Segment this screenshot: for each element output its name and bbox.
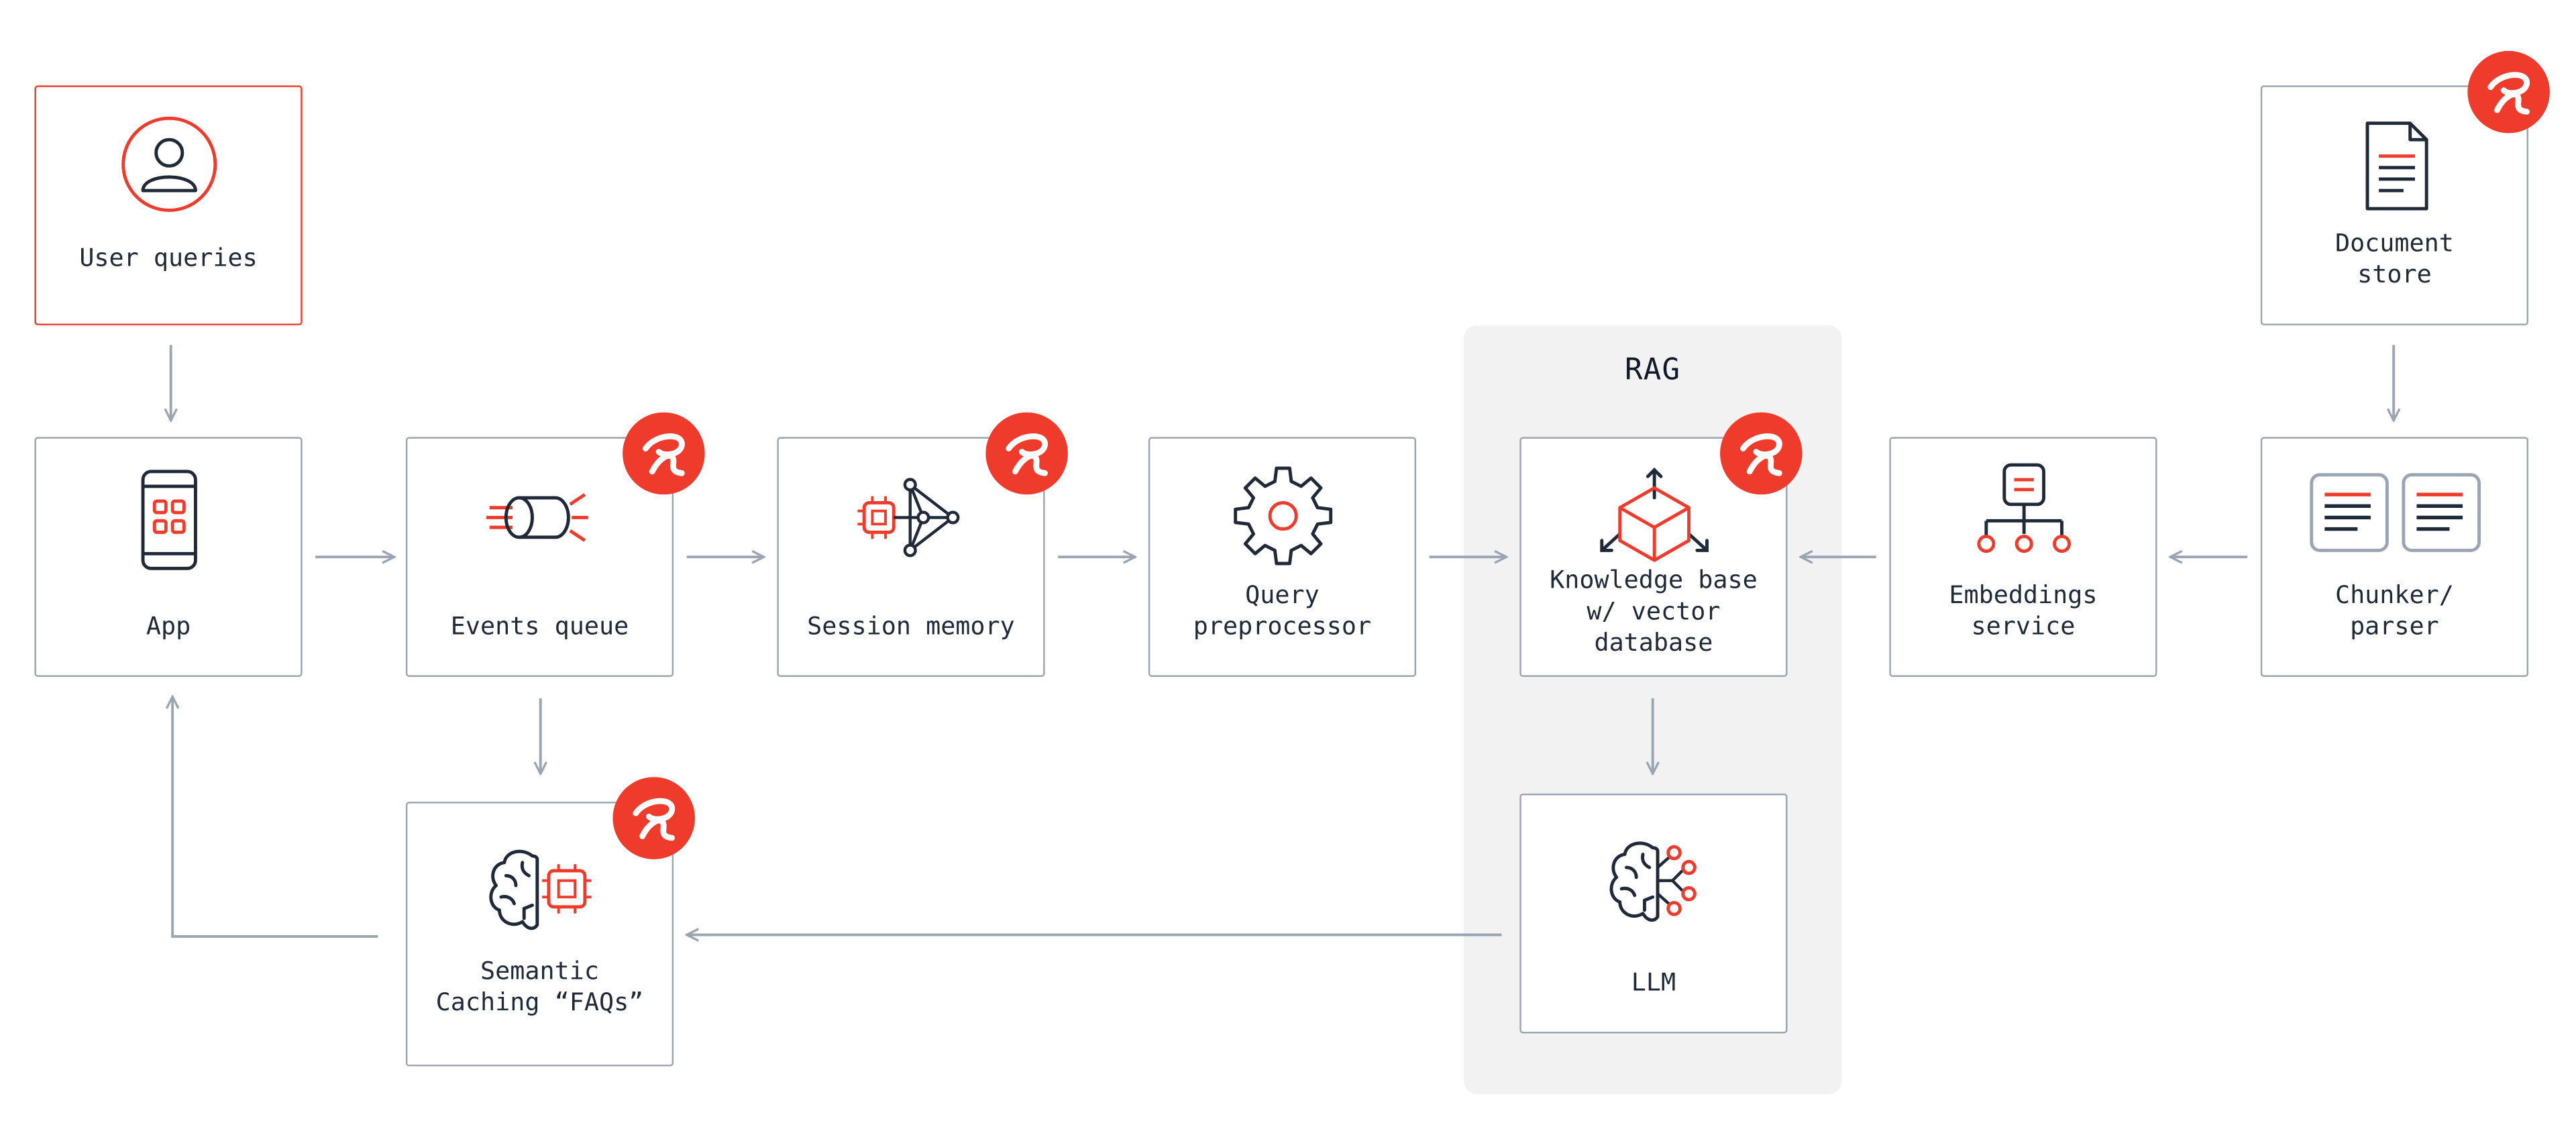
- node-app-label: App: [146, 611, 191, 641]
- node-app[interactable]: App: [34, 437, 303, 677]
- brain-network-icon: [1609, 841, 1696, 922]
- node-document-store-label: Document store: [2334, 228, 2454, 290]
- node-user-queries-label: User queries: [79, 243, 258, 273]
- node-embeddings-service-label: Embeddings service: [1949, 580, 2098, 641]
- node-events-queue-label: Events queue: [450, 611, 629, 641]
- queue-icon: [485, 493, 588, 542]
- node-events-queue[interactable]: Events queue: [405, 437, 674, 677]
- vector-cube-icon: [1599, 467, 1708, 562]
- node-query-preprocessor-label: Query preprocessor: [1193, 580, 1372, 641]
- node-llm-label: LLM: [1631, 967, 1676, 998]
- redis-logo-icon: [2467, 50, 2550, 134]
- hierarchy-icon: [1976, 463, 2070, 553]
- document-icon: [2365, 121, 2428, 211]
- node-chunker-parser[interactable]: Chunker/ parser: [2260, 437, 2529, 677]
- node-knowledge-base[interactable]: Knowledge base w/ vector database: [1519, 437, 1788, 677]
- network-chip-icon: [857, 478, 959, 557]
- text-chunks-icon: [2309, 473, 2480, 552]
- redis-logo-icon: [623, 412, 705, 495]
- user-circle-icon: [121, 116, 217, 212]
- arrow-semantic-caching-to-app: [172, 696, 378, 938]
- node-semantic-caching-label: Semantic Caching “FAQs”: [435, 956, 644, 1017]
- smartphone-icon: [140, 470, 197, 570]
- node-chunker-parser-label: Chunker/ parser: [2334, 580, 2454, 641]
- rag-zone-title: RAG: [1625, 353, 1681, 388]
- redis-logo-icon: [612, 777, 695, 859]
- node-user-queries[interactable]: User queries: [34, 85, 303, 325]
- node-query-preprocessor[interactable]: Query preprocessor: [1148, 437, 1417, 677]
- node-embeddings-service[interactable]: Embeddings service: [1889, 437, 2157, 677]
- brain-chip-icon: [488, 849, 591, 930]
- node-session-memory-label: Session memory: [807, 611, 1015, 641]
- gear-icon: [1232, 466, 1332, 566]
- node-document-store[interactable]: Document store: [2260, 85, 2529, 325]
- redis-logo-icon: [985, 412, 1068, 495]
- redis-logo-icon: [1720, 412, 1803, 495]
- node-llm[interactable]: LLM: [1519, 793, 1788, 1034]
- node-knowledge-base-label: Knowledge base w/ vector database: [1550, 565, 1758, 657]
